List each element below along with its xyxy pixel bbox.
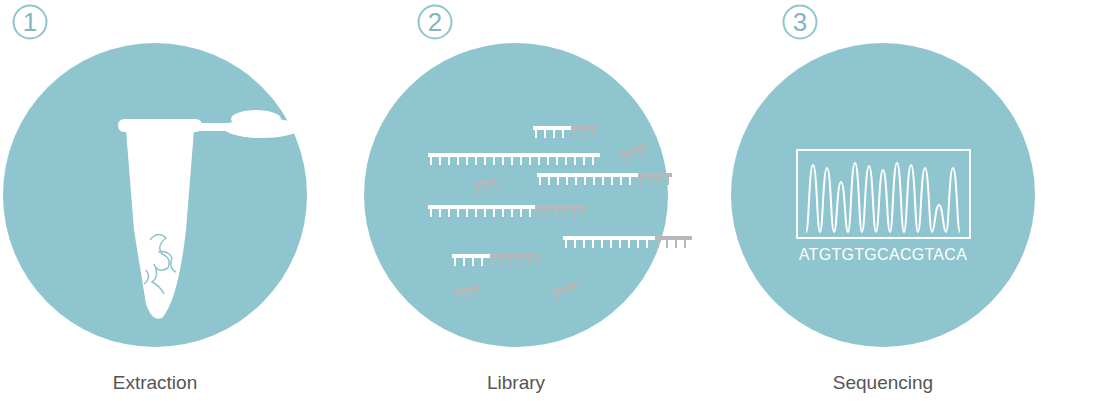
step-circle: Extraction [3,43,307,399]
badge-ring [14,6,47,39]
step-circle: Library [364,43,668,399]
badge-ring [419,6,452,39]
step-caption: Sequencing [833,371,933,395]
step-badge: 1 [12,4,48,40]
step-badge: 3 [782,4,818,40]
step-badge: 2 [417,4,453,40]
step-caption: Library [487,371,545,395]
step-number: 1 [23,9,37,35]
circle-outline [364,43,668,347]
label-holder: ATGTGTGCACGTACA [797,246,969,264]
step-number: 2 [428,9,442,35]
circle-outline [731,43,1035,347]
step-number: 3 [793,9,807,35]
circle-outline [3,43,307,347]
step-circle: Sequencing [731,43,1035,399]
step-disc [3,43,307,347]
badge-ring [784,6,817,39]
step-disc [364,43,668,347]
step-caption: Extraction [113,371,197,395]
sequence-text: ATGTGTGCACGTACA [797,246,969,264]
step-disc [731,43,1035,347]
